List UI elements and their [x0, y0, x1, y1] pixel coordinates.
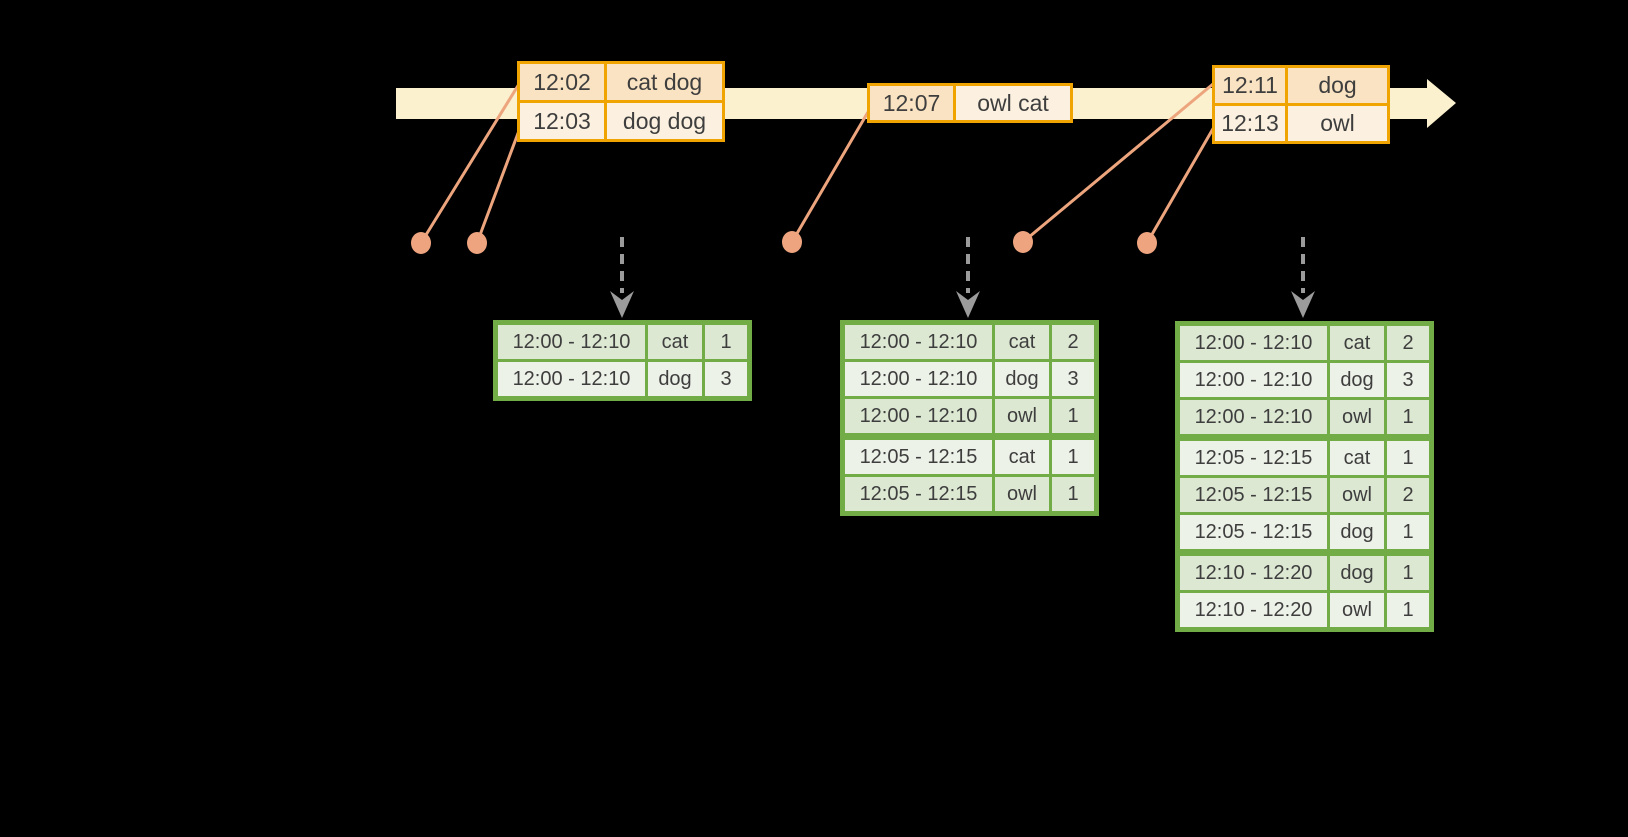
word-cell: dog [1327, 360, 1387, 400]
window-cell: 12:00 - 12:10 [841, 321, 995, 362]
window-cell: 12:05 - 12:15 [1176, 434, 1330, 478]
event-dot-icon [782, 231, 802, 253]
word-cell: owl [992, 396, 1052, 438]
event-time-cell: 12:11 [1212, 65, 1288, 106]
window-cell: 12:05 - 12:15 [1176, 512, 1330, 554]
event-dot-icon [467, 232, 487, 254]
word-cell: dog [645, 359, 705, 400]
count-cell: 1 [1384, 397, 1433, 439]
table-row: 12:02 cat dog [517, 61, 725, 103]
table-row: 12:00 - 12:10 cat 1 [494, 321, 751, 362]
event-dot-icon [1137, 232, 1157, 254]
table-row: 12:00 - 12:10 owl 1 [1176, 397, 1433, 439]
count-cell: 1 [702, 321, 751, 362]
table-row: 12:05 - 12:15 cat 1 [841, 433, 1098, 477]
count-cell: 2 [1049, 321, 1098, 362]
word-cell: cat [992, 321, 1052, 362]
table-row: 12:00 - 12:10 cat 2 [841, 321, 1098, 362]
event-time-cell: 12:02 [517, 61, 607, 103]
event-dot-icon [1013, 231, 1033, 253]
event-words-cell: cat dog [604, 61, 725, 103]
table-row: 12:00 - 12:10 dog 3 [494, 359, 751, 400]
window-cell: 12:00 - 12:10 [1176, 360, 1330, 400]
table-row: 12:00 - 12:10 dog 3 [841, 359, 1098, 399]
count-cell: 3 [1049, 359, 1098, 399]
count-cell: 1 [1384, 512, 1433, 554]
table-row: 12:10 - 12:20 dog 1 [1176, 549, 1433, 593]
word-cell: owl [992, 474, 1052, 515]
window-cell: 12:00 - 12:10 [1176, 397, 1330, 439]
table-row: 12:00 - 12:10 owl 1 [841, 396, 1098, 438]
event-time-cell: 12:07 [867, 83, 956, 123]
result-table-3: 12:00 - 12:10 cat 2 12:00 - 12:10 dog 3 … [1175, 321, 1434, 632]
event-words-cell: dog dog [604, 100, 725, 142]
count-cell: 3 [702, 359, 751, 400]
count-cell: 1 [1049, 474, 1098, 515]
word-cell: owl [1327, 475, 1387, 515]
window-cell: 12:10 - 12:20 [1176, 549, 1330, 593]
count-cell: 1 [1384, 549, 1433, 593]
table-row: 12:00 - 12:10 dog 3 [1176, 360, 1433, 400]
event-words-cell: owl [1285, 103, 1390, 144]
word-cell: cat [1327, 434, 1387, 478]
table-row: 12:00 - 12:10 cat 2 [1176, 322, 1433, 363]
count-cell: 3 [1384, 360, 1433, 400]
window-cell: 12:10 - 12:20 [1176, 590, 1330, 631]
event-time-cell: 12:13 [1212, 103, 1288, 144]
window-cell: 12:05 - 12:15 [1176, 475, 1330, 515]
event-table-3: 12:11 dog 12:13 owl [1212, 65, 1390, 144]
word-cell: dog [992, 359, 1052, 399]
table-row: 12:13 owl [1212, 103, 1390, 144]
connector-line-5 [1145, 126, 1216, 244]
event-table-2: 12:07 owl cat [867, 83, 1073, 123]
window-cell: 12:00 - 12:10 [841, 359, 995, 399]
result-table-2: 12:00 - 12:10 cat 2 12:00 - 12:10 dog 3 … [840, 320, 1099, 516]
table-row: 12:05 - 12:15 cat 1 [1176, 434, 1433, 478]
word-cell: owl [1327, 590, 1387, 631]
connector-line-3 [790, 111, 870, 243]
connector-line-1 [419, 83, 521, 244]
window-cell: 12:05 - 12:15 [841, 433, 995, 477]
trigger-arrow-icon [610, 237, 634, 318]
table-row: 12:05 - 12:15 dog 1 [1176, 512, 1433, 554]
result-table-1: 12:00 - 12:10 cat 1 12:00 - 12:10 dog 3 [493, 320, 752, 401]
window-cell: 12:05 - 12:15 [841, 474, 995, 515]
count-cell: 2 [1384, 475, 1433, 515]
event-dot-icon [411, 232, 431, 254]
window-cell: 12:00 - 12:10 [1176, 322, 1330, 363]
event-words-cell: dog [1285, 65, 1390, 106]
connector-line-4 [1022, 82, 1214, 244]
table-row: 12:11 dog [1212, 65, 1390, 106]
word-cell: cat [992, 433, 1052, 477]
count-cell: 2 [1384, 322, 1433, 363]
word-cell: dog [1327, 512, 1387, 554]
table-row: 12:05 - 12:15 owl 2 [1176, 475, 1433, 515]
word-cell: dog [1327, 549, 1387, 593]
count-cell: 1 [1384, 590, 1433, 631]
count-cell: 1 [1049, 433, 1098, 477]
window-cell: 12:00 - 12:10 [494, 321, 648, 362]
event-time-cell: 12:03 [517, 100, 607, 142]
count-cell: 1 [1384, 434, 1433, 478]
window-cell: 12:00 - 12:10 [494, 359, 648, 400]
trigger-arrow-icon [956, 237, 980, 318]
window-cell: 12:00 - 12:10 [841, 396, 995, 438]
word-cell: cat [1327, 322, 1387, 363]
table-row: 12:05 - 12:15 owl 1 [841, 474, 1098, 515]
count-cell: 1 [1049, 396, 1098, 438]
timeline-arrowhead-icon [1427, 79, 1456, 128]
connector-line-2 [475, 127, 522, 244]
word-cell: cat [645, 321, 705, 362]
table-row: 12:10 - 12:20 owl 1 [1176, 590, 1433, 631]
table-row: 12:03 dog dog [517, 100, 725, 142]
event-table-1: 12:02 cat dog 12:03 dog dog [517, 61, 725, 142]
event-words-cell: owl cat [953, 83, 1073, 123]
trigger-arrow-icon [1291, 237, 1315, 318]
word-cell: owl [1327, 397, 1387, 439]
table-row: 12:07 owl cat [867, 83, 1073, 123]
